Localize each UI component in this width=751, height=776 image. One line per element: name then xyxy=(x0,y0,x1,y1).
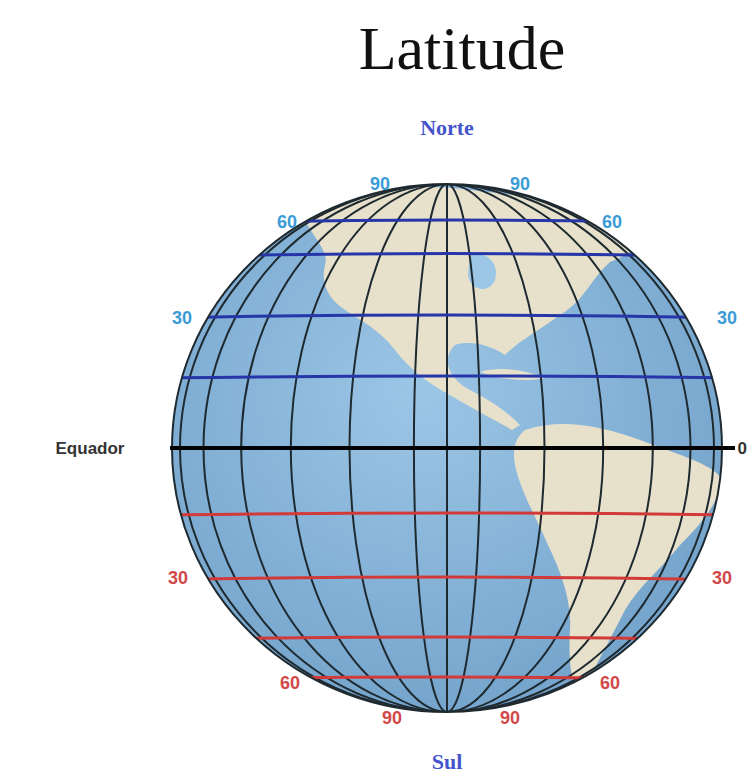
latitude-number: 30 xyxy=(168,569,188,587)
latitude-lines xyxy=(160,220,740,680)
diagram-title: Latitude xyxy=(359,17,566,79)
latitude-number: 0 xyxy=(738,440,747,457)
latitude-number: 90 xyxy=(510,175,530,193)
equator-label: Equador xyxy=(56,440,125,457)
latitude-number: 60 xyxy=(600,674,620,692)
pole-label: Norte xyxy=(420,117,474,139)
latitude-number: 30 xyxy=(717,309,737,327)
latitude-number: 30 xyxy=(172,309,192,327)
latitude-number: 90 xyxy=(382,709,402,727)
land-masses xyxy=(300,187,722,700)
latitude-number: 60 xyxy=(602,213,622,231)
pole-label: Sul xyxy=(432,751,463,773)
latitude-number: 30 xyxy=(712,569,732,587)
equator-line xyxy=(170,446,735,450)
latitude-number: 60 xyxy=(277,213,297,231)
latitude-number: 60 xyxy=(280,674,300,692)
latitude-number: 90 xyxy=(500,709,520,727)
latitude-number: 90 xyxy=(370,175,390,193)
